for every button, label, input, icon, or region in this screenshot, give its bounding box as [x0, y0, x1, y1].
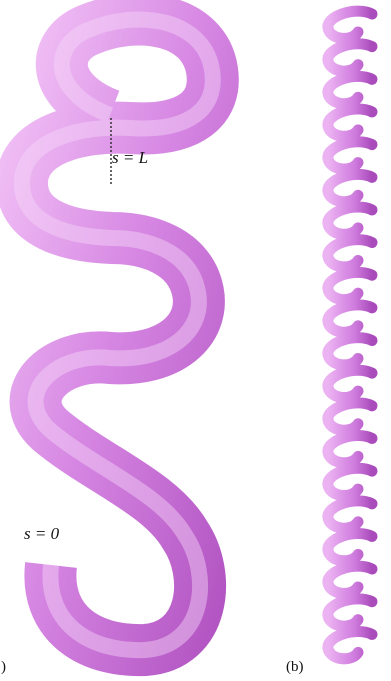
helix-b-coil: [322, 397, 378, 436]
helix-b-coil: [322, 626, 378, 665]
helix-b-coil: [322, 430, 378, 469]
helix-b-coil: [322, 299, 378, 338]
helix-b-coil: [322, 462, 378, 501]
helix-b-coil: [322, 266, 378, 305]
helix-b-coil: [322, 528, 378, 567]
helix-a-body: [0, 0, 239, 677]
helix-b-coil: [322, 201, 378, 240]
helix-b-coil: [322, 103, 378, 142]
helix-b-coil: [322, 593, 378, 632]
label-s-equals-0: s = 0: [24, 524, 60, 543]
helix-b-coil: [322, 168, 378, 208]
helix-b-coil: [322, 5, 378, 44]
helix-b-coil: [322, 70, 378, 110]
helix-b-coil: [322, 560, 378, 599]
helix-b-coil: [322, 136, 378, 175]
helix-a-highlight: [14, 11, 221, 659]
helix-b-coil: [322, 495, 378, 534]
label-s-equals-L: s = L: [112, 148, 148, 167]
panel-label-b: (b): [286, 659, 304, 675]
helix-b-coil: [322, 38, 378, 77]
helix-a: [0, 0, 239, 677]
panel-label-a: ): [1, 659, 6, 675]
helix-b: [322, 5, 378, 665]
helix-b-coil: [322, 234, 378, 273]
helix-b-coil: [322, 332, 378, 371]
helix-b-coil: [322, 364, 378, 403]
